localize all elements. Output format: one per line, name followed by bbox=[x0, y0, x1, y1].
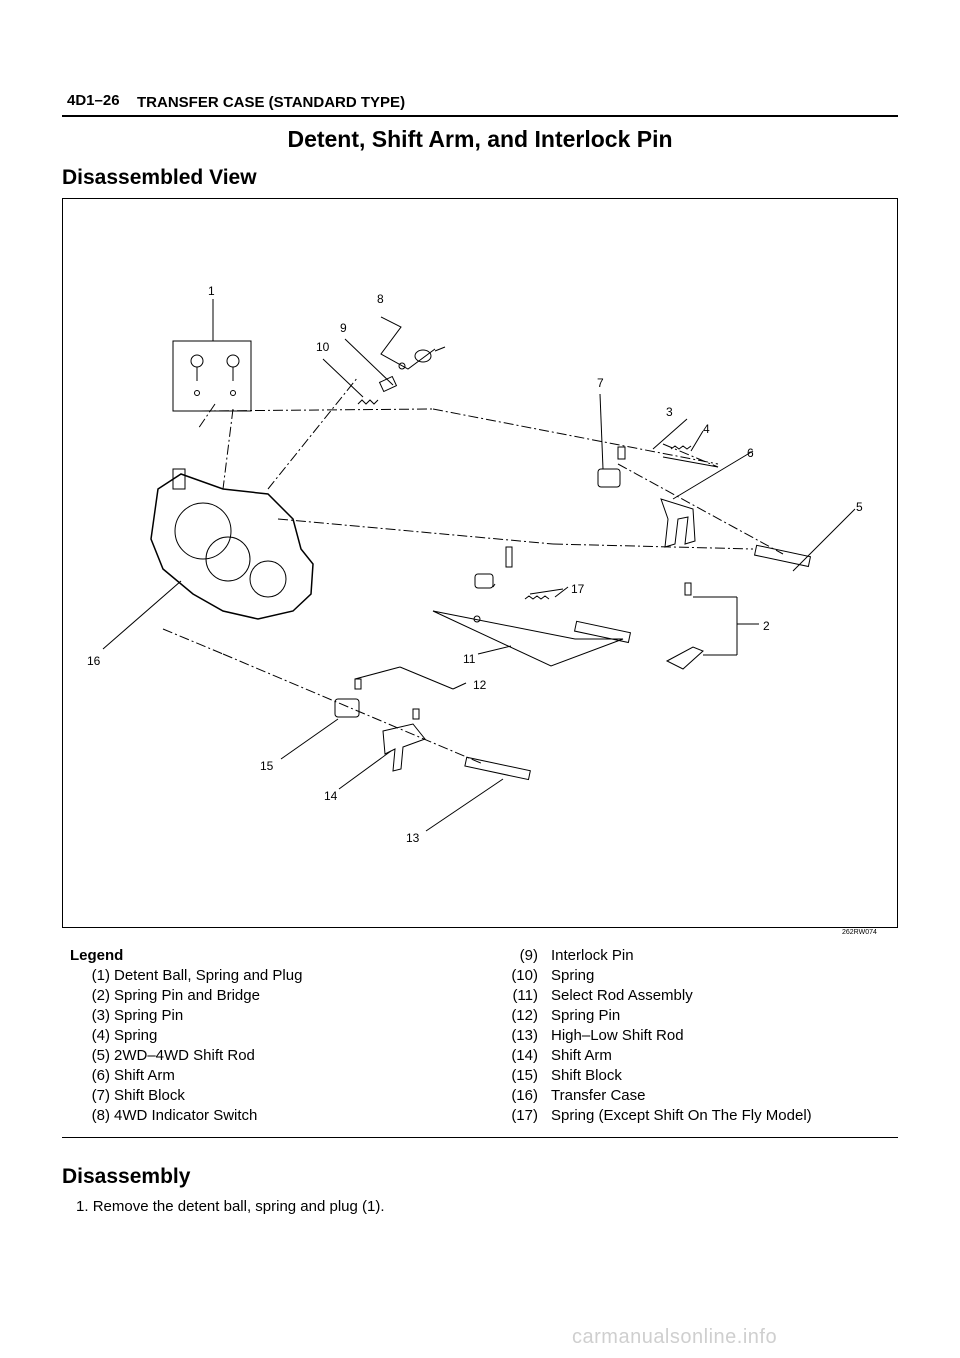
legend-heading: Legend bbox=[70, 947, 124, 964]
legend-item: (5)2WD–4WD Shift Rod bbox=[91, 1047, 255, 1064]
legend-item: (6)Shift Arm bbox=[91, 1067, 175, 1084]
legend-item: (17)Spring (Except Shift On The Fly Mode… bbox=[511, 1107, 812, 1124]
legend-item: (15)Shift Block bbox=[511, 1067, 622, 1084]
watermark: carmanualsonline.info bbox=[572, 1326, 778, 1348]
callout-8: 8 bbox=[377, 292, 384, 306]
callout-15: 15 bbox=[260, 759, 274, 773]
legend-item: (2)Spring Pin and Bridge bbox=[91, 987, 260, 1004]
legend-item: (13)High–Low Shift Rod bbox=[511, 1027, 684, 1044]
legend-item: (3)Spring Pin bbox=[91, 1007, 184, 1024]
page-header: 4D1–26 TRANSFER CASE (STANDARD TYPE) bbox=[62, 88, 898, 118]
callout-10: 10 bbox=[316, 340, 330, 354]
subheading-disassembled-view: Disassembled View bbox=[62, 166, 257, 189]
section-title: TRANSFER CASE (STANDARD TYPE) bbox=[137, 94, 406, 111]
callout-11: 11 bbox=[463, 652, 476, 666]
page-title: Detent, Shift Arm, and Interlock Pin bbox=[287, 126, 673, 152]
legend-item: (9)Interlock Pin bbox=[519, 947, 634, 964]
legend-item: (1)Detent Ball, Spring and Plug bbox=[91, 967, 303, 984]
figure-id: 262RW074 bbox=[842, 929, 877, 936]
callout-12: 12 bbox=[473, 678, 487, 692]
callout-13: 13 bbox=[406, 831, 420, 845]
callout-17: 17 bbox=[571, 582, 585, 596]
legend-item: (4)Spring bbox=[91, 1027, 158, 1044]
step-text: Remove the detent ball, spring and plug … bbox=[92, 1198, 385, 1215]
legend-left-column: Legend (1)Detent Ball, Spring and Plug (… bbox=[62, 946, 462, 1126]
callout-9: 9 bbox=[340, 321, 347, 335]
callout-2: 2 bbox=[763, 619, 770, 633]
callout-6: 6 bbox=[747, 446, 754, 460]
callout-1: 1 bbox=[208, 284, 215, 298]
legend-item: (12)Spring Pin bbox=[511, 1007, 621, 1024]
page-number: 4D1–26 bbox=[67, 92, 120, 109]
step-number: 1. bbox=[76, 1198, 89, 1215]
legend-item: (8)4WD Indicator Switch bbox=[91, 1107, 258, 1124]
legend-item: (10)Spring bbox=[511, 967, 595, 984]
exploded-diagram: 1 2 3 4 5 6 7 8 9 10 11 12 13 14 15 16 1… bbox=[62, 198, 898, 928]
callout-4: 4 bbox=[703, 422, 710, 436]
callout-3: 3 bbox=[666, 405, 673, 419]
callout-5: 5 bbox=[856, 500, 863, 514]
step-1: 1. Remove the detent ball, spring and pl… bbox=[76, 1198, 385, 1215]
legend-item: (11)Select Rod Assembly bbox=[512, 987, 693, 1004]
legend-right-column: (9)Interlock Pin (10)Spring (11)Select R… bbox=[492, 946, 898, 1126]
legend-item: (16)Transfer Case bbox=[511, 1087, 646, 1104]
exploded-diagram-drawing: 1 2 3 4 5 6 7 8 9 10 11 12 13 14 15 16 1… bbox=[87, 284, 863, 845]
callout-7: 7 bbox=[597, 376, 604, 390]
callout-14: 14 bbox=[324, 789, 338, 803]
subheading-disassembly: Disassembly bbox=[62, 1165, 191, 1188]
header-rule bbox=[62, 115, 898, 117]
section-divider bbox=[62, 1137, 898, 1138]
legend-item: (14)Shift Arm bbox=[511, 1047, 612, 1064]
callout-16: 16 bbox=[87, 654, 101, 668]
legend-item: (7)Shift Block bbox=[91, 1087, 185, 1104]
